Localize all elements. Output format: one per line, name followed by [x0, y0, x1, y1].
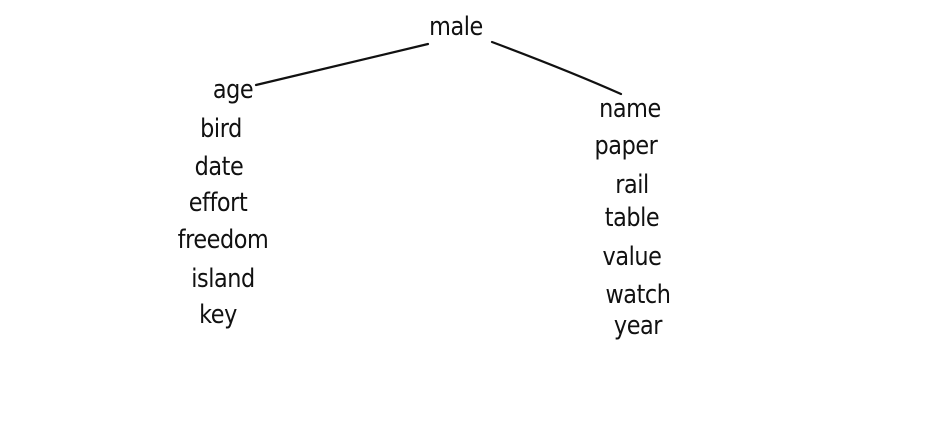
- left-item: date: [194, 152, 244, 182]
- right-item: rail: [615, 170, 649, 200]
- right-item: value: [602, 242, 662, 272]
- edge-right: [490, 40, 623, 96]
- right-item: name: [599, 94, 661, 124]
- right-item: paper: [594, 131, 658, 161]
- left-item: island: [191, 264, 255, 294]
- left-item: effort: [188, 188, 248, 218]
- left-item: bird: [200, 114, 242, 144]
- left-item: key: [199, 300, 237, 330]
- edge-left: [254, 42, 430, 87]
- right-item: table: [604, 203, 660, 233]
- left-item: freedom: [177, 225, 269, 255]
- right-item: watch: [605, 280, 671, 310]
- left-item: age: [212, 75, 254, 105]
- right-item: year: [613, 311, 663, 341]
- root-node: male: [429, 12, 483, 42]
